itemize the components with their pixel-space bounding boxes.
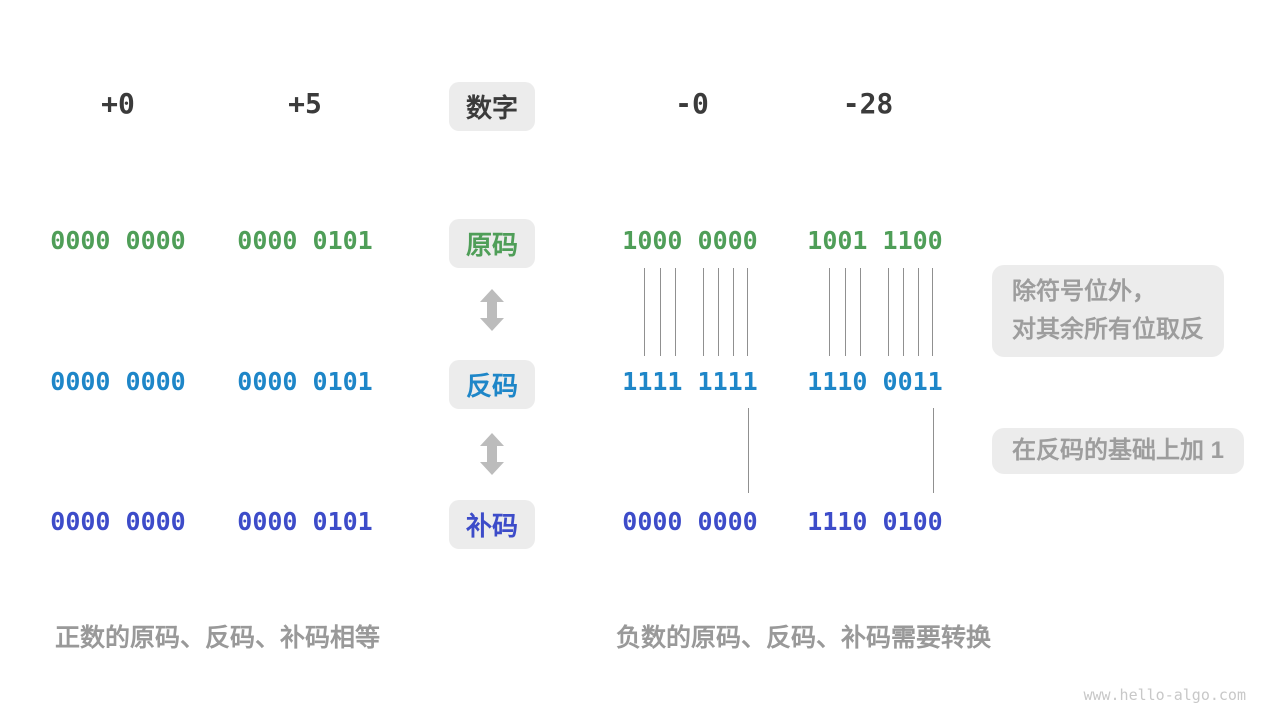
double-arrow-icon [478,289,506,336]
row-badge-ones-complement: 反码 [448,360,536,409]
bit-connector-line [860,268,861,356]
bit-connector-line [660,268,661,356]
bit-connector-line [748,408,749,493]
note-invert-line1: 除符号位外， [1012,278,1156,305]
caption-positive: 正数的原码、反码、补码相等 [55,624,381,652]
number-label-minus28: -28 [842,87,894,120]
twos-code-plus5: 0000 0101 [237,507,373,536]
number-label-plus0: +0 [101,87,135,120]
ones-code-plus5: 0000 0101 [237,367,373,396]
bit-connector-line [829,268,830,356]
twos-code-minus28: 1110 0100 [807,507,943,536]
double-arrow-icon [478,433,506,480]
bit-connector-line [918,268,919,356]
row-badge-twos-complement: 补码 [448,500,536,549]
bit-connector-line [933,408,934,493]
watermark-url: www.hello-algo.com [1083,686,1246,704]
bit-connector-line [644,268,645,356]
row-badge-sign-magnitude: 原码 [448,219,536,268]
sign-code-minus0: 1000 0000 [622,226,758,255]
bit-connector-line [932,268,933,356]
bit-connector-line [718,268,719,356]
bit-connector-line [903,268,904,356]
bit-connector-line [703,268,704,356]
sign-code-minus28: 1001 1100 [807,226,943,255]
bit-connector-line [733,268,734,356]
note-invert-bits: 除符号位外， 对其余所有位取反 [992,265,1224,357]
ones-code-plus0: 0000 0000 [50,367,186,396]
ones-code-minus28: 1110 0011 [807,367,943,396]
twos-code-minus0: 0000 0000 [622,507,758,536]
twos-code-plus0: 0000 0000 [50,507,186,536]
sign-code-plus5: 0000 0101 [237,226,373,255]
ones-code-minus0: 1111 1111 [622,367,758,396]
number-label-plus5: +5 [288,87,322,120]
bit-connector-line [845,268,846,356]
bit-connector-line [747,268,748,356]
note-invert-line2: 对其余所有位取反 [1012,316,1204,343]
header-badge-number: 数字 [448,82,536,131]
note-add-one: 在反码的基础上加 1 [992,428,1245,474]
sign-code-plus0: 0000 0000 [50,226,186,255]
bit-connector-line [675,268,676,356]
caption-negative: 负数的原码、反码、补码需要转换 [616,624,992,652]
bit-connector-line [888,268,889,356]
number-label-minus0: -0 [675,87,709,120]
